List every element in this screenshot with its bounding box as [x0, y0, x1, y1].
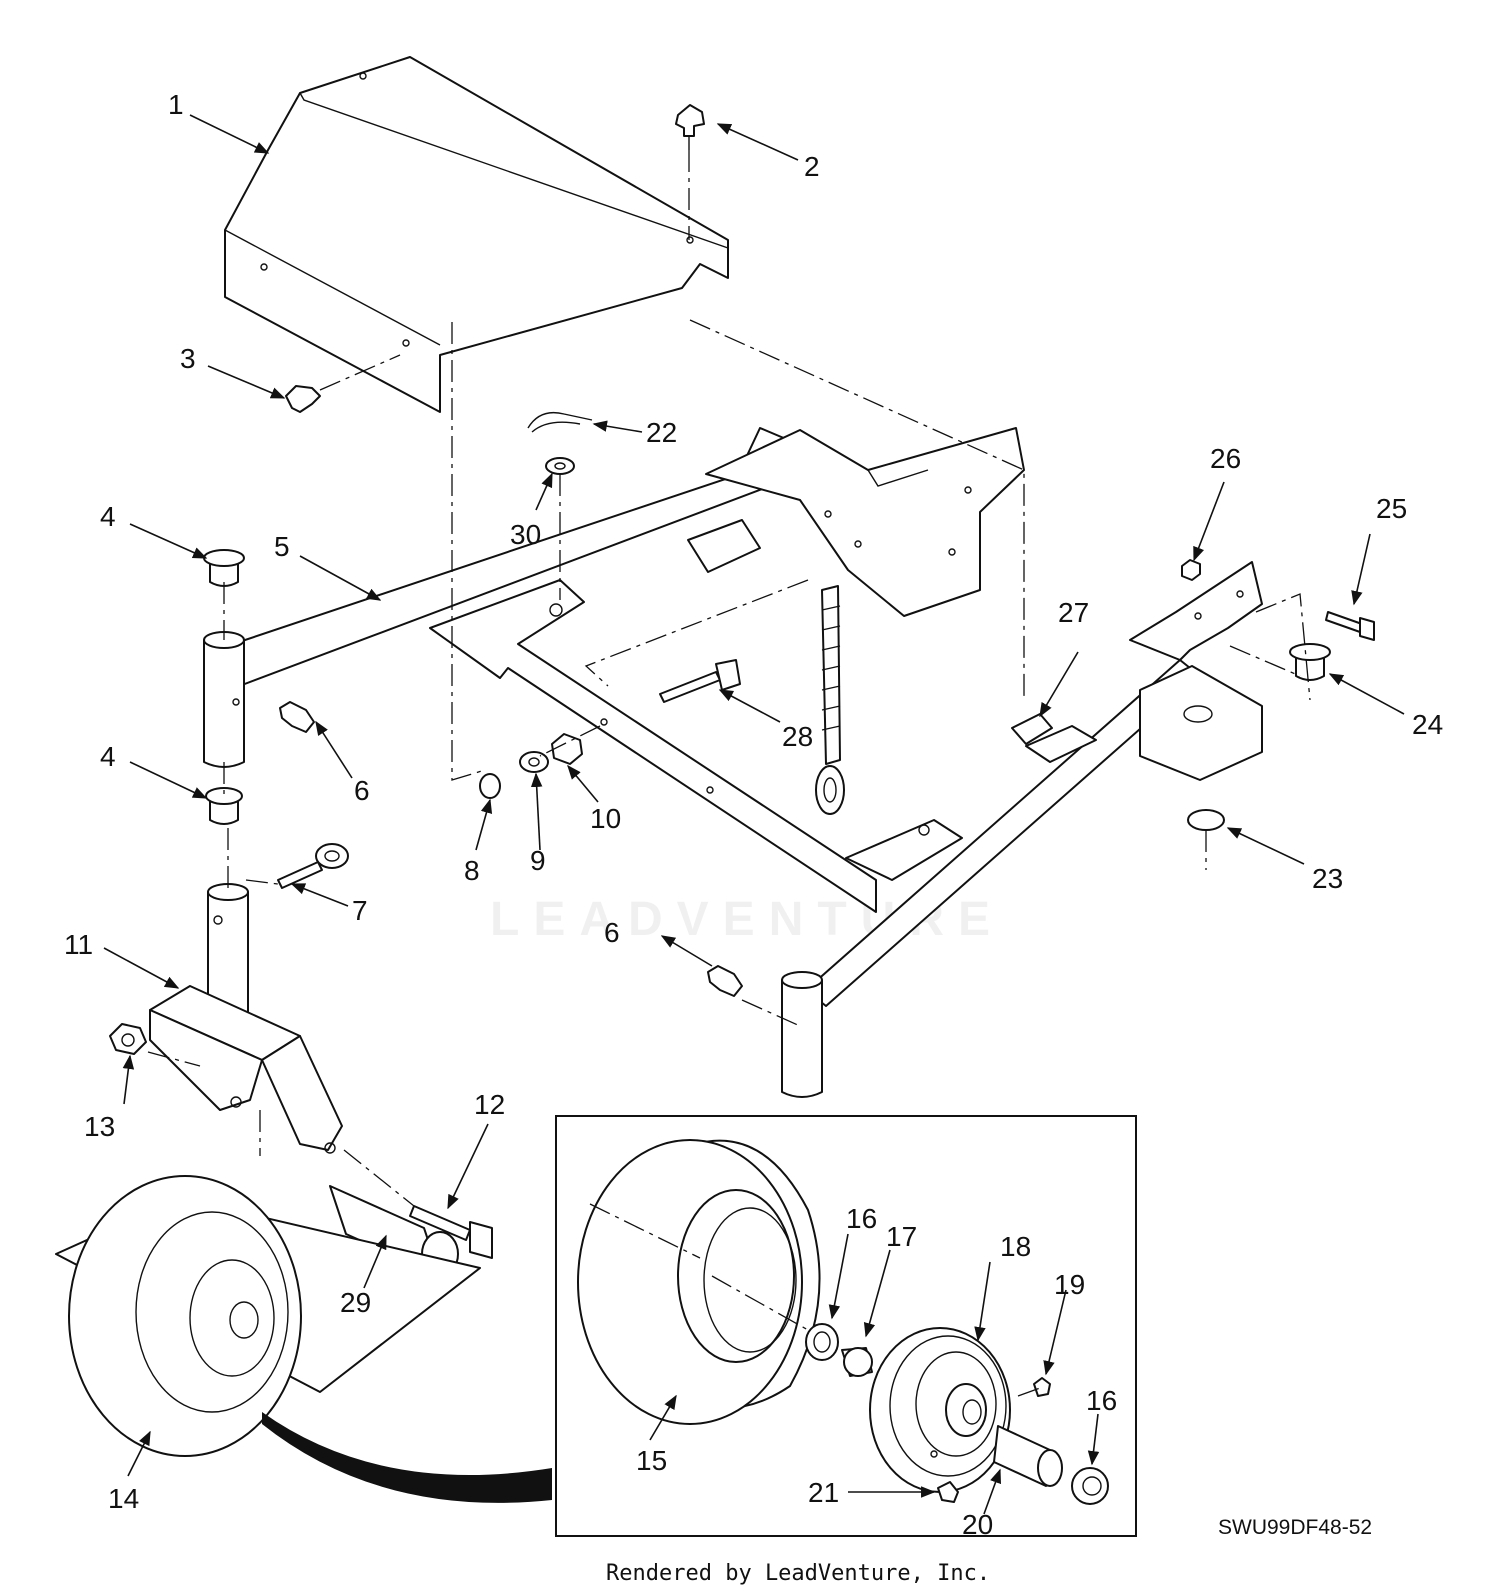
spring [815, 585, 845, 815]
callout-30: 30 [510, 519, 541, 550]
part-22-hairpin [527, 411, 593, 433]
part-16-bushing-right [1071, 1467, 1109, 1505]
assembly-lines [147, 150, 1311, 1207]
callout-19: 19 [1054, 1269, 1085, 1300]
callout-14: 14 [108, 1483, 139, 1514]
part-17-bearing [841, 1347, 873, 1377]
part-10-nut [551, 733, 583, 765]
callout-2: 2 [804, 151, 820, 182]
part-9-washer [519, 751, 549, 773]
callout-labels: 1 2 3 4 5 6 4 7 8 9 10 11 13 12 29 14 15… [64, 89, 1443, 1540]
callout-11: 11 [64, 929, 93, 960]
callout-5: 5 [274, 531, 290, 562]
part-24-bushing [1289, 643, 1331, 681]
callout-15: 15 [636, 1445, 667, 1476]
drawing-code: SWU99DF48-52 [1218, 1516, 1372, 1539]
callout-26: 26 [1210, 443, 1241, 474]
part-23-retaining-ring [1187, 809, 1225, 831]
part-2-knob [675, 104, 705, 150]
part-27-clip-nut [1011, 713, 1053, 745]
callout-6-lower: 6 [604, 917, 620, 948]
callout-6-upper: 6 [354, 775, 370, 806]
part-7-pin [277, 843, 349, 889]
part-12-bolt [409, 1205, 493, 1259]
part-30-washer [545, 457, 575, 475]
part-21-fitting [937, 1481, 959, 1503]
part-26-nut [1181, 559, 1201, 581]
part-5-frame [203, 427, 1263, 1098]
part-20-spacer [993, 1425, 1063, 1487]
part-14-wheel [55, 1175, 552, 1503]
callout-29: 29 [340, 1287, 371, 1318]
detail-box [555, 1115, 1137, 1537]
leader-lines [103, 114, 1405, 1515]
callout-21: 21 [808, 1477, 839, 1508]
callout-16-right: 16 [1086, 1385, 1117, 1416]
callout-7: 7 [352, 895, 368, 926]
callout-17: 17 [886, 1221, 917, 1252]
part-4-bushing-lower [205, 787, 243, 825]
footer-credit: Rendered by LeadVenture, Inc. [606, 1561, 990, 1586]
part-11-caster-fork [149, 883, 343, 1154]
callout-4-lower: 4 [100, 741, 116, 772]
part-19-fitting [1033, 1377, 1051, 1397]
callout-4-upper: 4 [100, 501, 116, 532]
part-15-tire [577, 1139, 821, 1425]
callout-12: 12 [474, 1089, 505, 1120]
callout-1: 1 [168, 89, 184, 120]
callout-24: 24 [1412, 709, 1443, 740]
callout-8: 8 [464, 855, 480, 886]
callout-23: 23 [1312, 863, 1343, 894]
callout-10: 10 [590, 803, 621, 834]
part-13-nut [109, 1023, 147, 1055]
part-6-grease-fitting-lower [707, 965, 743, 997]
part-18-pulley [869, 1327, 1011, 1493]
part-16-bushing-left [805, 1323, 839, 1361]
part-28-bolt [659, 659, 741, 703]
callout-25: 25 [1376, 493, 1407, 524]
callout-28: 28 [782, 721, 813, 752]
callout-13: 13 [84, 1111, 115, 1142]
callout-9: 9 [530, 845, 546, 876]
callout-20: 20 [962, 1509, 993, 1540]
callout-27: 27 [1058, 597, 1089, 628]
callout-18: 18 [1000, 1231, 1031, 1262]
callout-16-left: 16 [846, 1203, 877, 1234]
part-25-bolt [1325, 611, 1375, 641]
callout-22: 22 [646, 417, 677, 448]
part-3-knob [285, 385, 321, 413]
part-8-lockwasher [479, 773, 501, 799]
part-6-grease-fitting-upper [279, 701, 315, 733]
callout-3: 3 [180, 343, 196, 374]
part-4-bushing-upper [203, 549, 245, 587]
part-1-shield [224, 56, 729, 413]
